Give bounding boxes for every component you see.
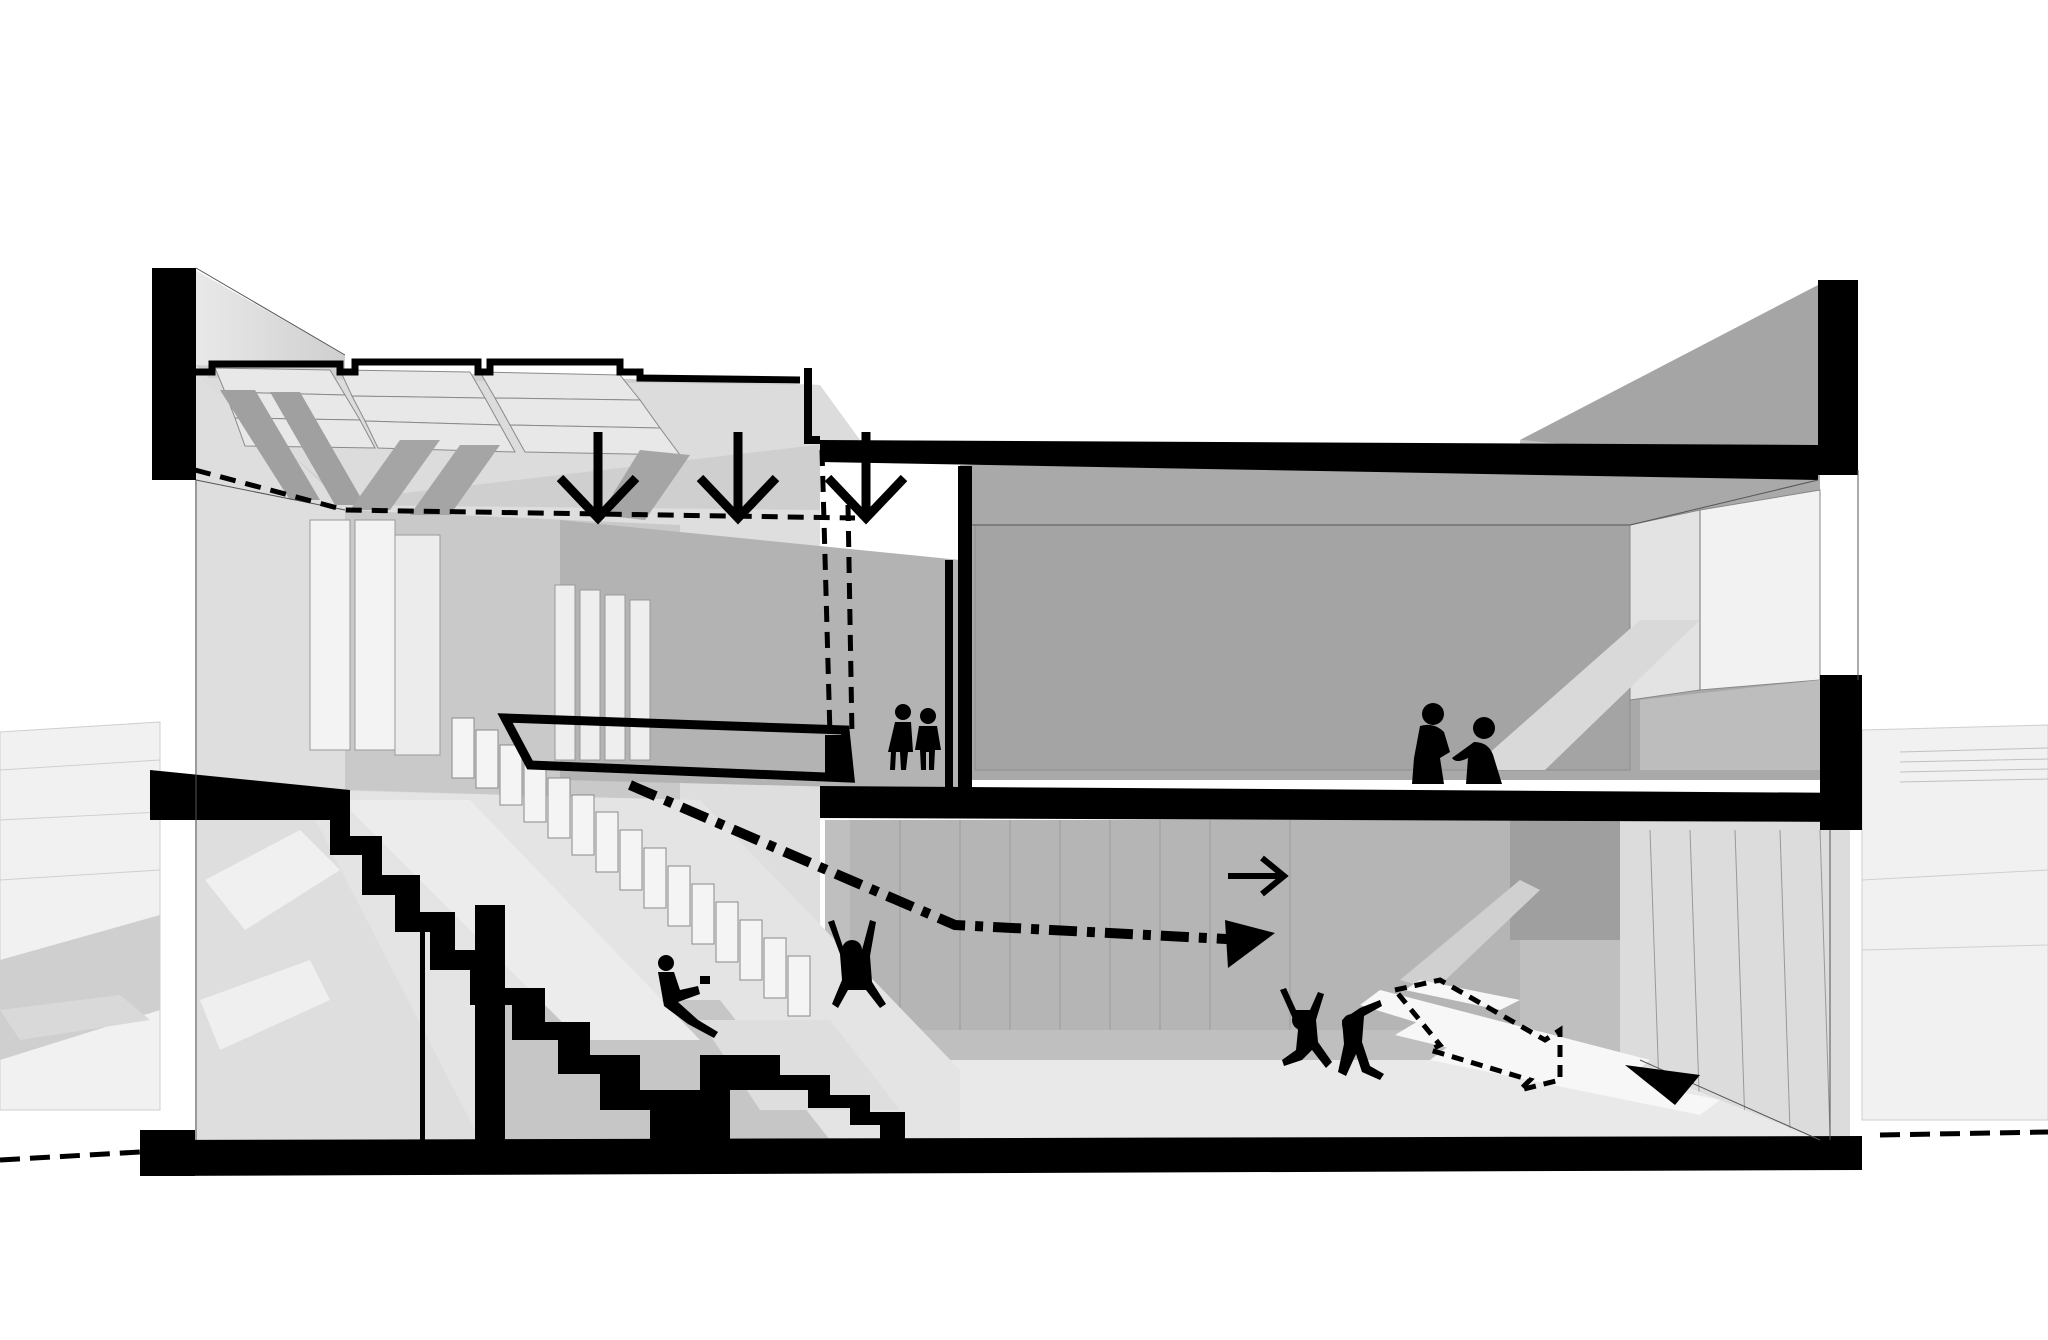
ventilation-arrow xyxy=(1228,855,1289,897)
ground-line-right xyxy=(1879,1129,2048,1138)
skylight-roof xyxy=(195,365,860,520)
interior-right-volume xyxy=(825,285,1850,1140)
flow-lines xyxy=(0,449,2048,1163)
child-walking-1 xyxy=(888,704,913,770)
person-cheering xyxy=(828,920,886,1008)
circulation-arrowhead xyxy=(1225,920,1275,968)
daylight-drop-left xyxy=(819,449,833,736)
outline-lines xyxy=(195,267,1859,1141)
ground-line-left xyxy=(0,1149,141,1163)
courtyard-arrowhead xyxy=(1625,1065,1700,1105)
courtyard-flow-loop xyxy=(1390,977,1563,1095)
person-seated xyxy=(658,955,718,1038)
context-left xyxy=(0,721,161,1111)
child-playing-1 xyxy=(1412,703,1450,784)
daylight-arrow-3 xyxy=(824,432,908,525)
section-cut xyxy=(140,268,1862,1176)
circulation-path xyxy=(628,780,1246,945)
daylight-drop-right xyxy=(845,504,855,736)
child-jumping-1 xyxy=(1280,988,1332,1068)
context-right xyxy=(1861,724,2048,1121)
daylight-envelope xyxy=(194,467,856,521)
daylight-arrow-1 xyxy=(556,432,640,525)
daylight-arrows xyxy=(556,432,908,525)
child-playing-2 xyxy=(1452,717,1502,784)
occupants xyxy=(658,703,1502,1080)
flow-arrowheads xyxy=(1225,855,1700,1105)
child-walking-2 xyxy=(915,708,941,770)
child-jumping-2 xyxy=(1338,1000,1384,1080)
